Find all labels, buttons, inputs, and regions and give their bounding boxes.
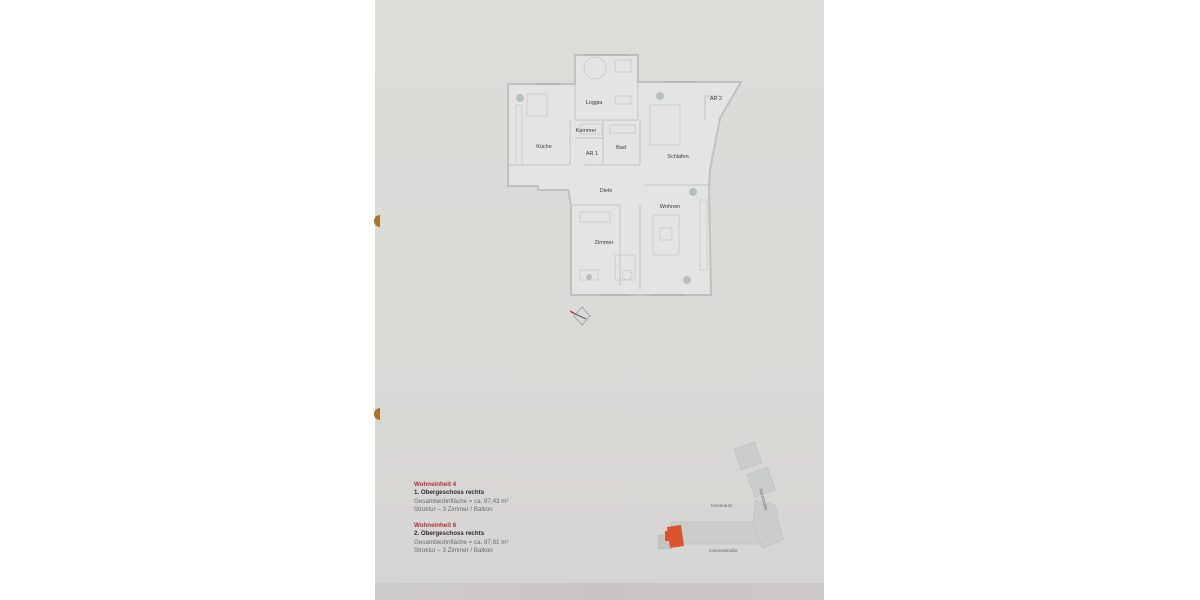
room-label-kammer: Kammer [575, 128, 597, 134]
room-label-ar2: AR 2 [709, 96, 723, 102]
unit-info-6: Wohneinheit 6 2. Obergeschoss rechts Ges… [414, 522, 508, 556]
unit-floor: 1. Obergeschoss rechts [414, 489, 485, 497]
room-label-ar1: AR 1 [585, 151, 599, 157]
room-label-kueche: Küche [536, 144, 552, 150]
unit-area: Gesamtwohnfläche = ca. 87,43 m² [414, 497, 509, 505]
room-label-wohnen: Wohnen [659, 204, 681, 210]
document-sheet: Loggia Kammer Küche AR 1 Bad Schlafen AR… [374, 0, 824, 600]
unit-info-4: Wohneinheit 4 1. Obergeschoss rechts Ges… [414, 481, 508, 515]
unit-area: Gesamtwohnfläche = ca. 87,81 m² [414, 538, 509, 546]
sheet-bottom-edge [375, 583, 824, 600]
site-label-courtyard: Innenraum [711, 503, 733, 508]
site-highlight [665, 525, 684, 548]
binder-hole-top [374, 215, 380, 227]
unit-floor: 2. Obergeschoss rechts [414, 530, 485, 538]
unit-structure: Struktur – 3 Zimmer / Balkon [414, 547, 493, 555]
room-label-zimmer: Zimmer [594, 240, 614, 246]
room-label-loggia: Loggia [585, 100, 603, 106]
north-arrow-icon [569, 306, 591, 326]
floor-plan [507, 54, 784, 550]
unit-title: Wohneinheit 6 [414, 522, 457, 529]
room-label-schlafen: Schlafen [667, 154, 689, 160]
room-label-bad: Bad [616, 145, 626, 151]
binder-hole-bottom [374, 408, 380, 420]
site-plan [657, 441, 784, 550]
unit-structure: Struktur – 3 Zimmer / Balkon [414, 506, 493, 514]
site-label-street-bottom: Camerastraße [709, 548, 738, 553]
unit-title: Wohneinheit 4 [414, 481, 457, 488]
room-label-diele: Diele [599, 188, 613, 194]
